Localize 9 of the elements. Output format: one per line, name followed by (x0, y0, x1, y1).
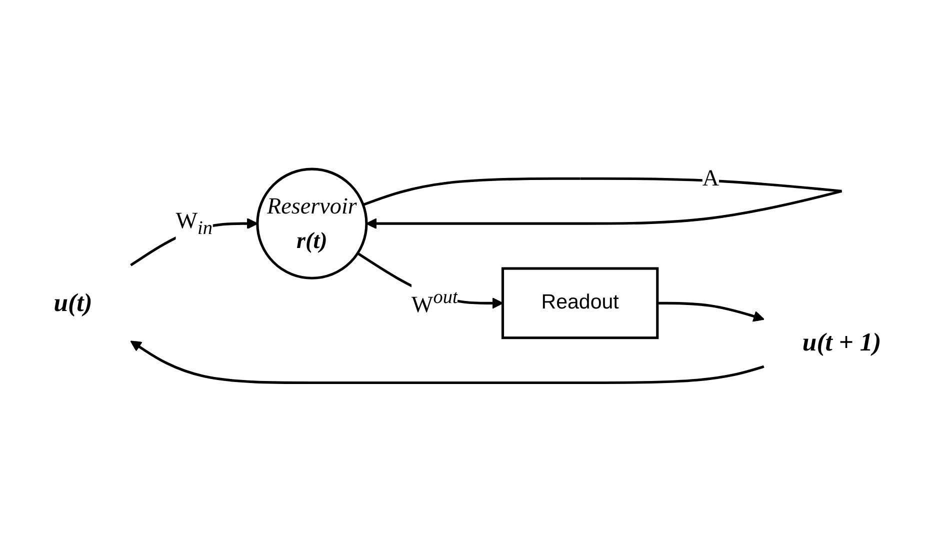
node-box: Readout (501, 267, 659, 340)
node-circle: Reservoir r(t) (256, 168, 368, 280)
edge-label: W$_{in}$ (176, 207, 212, 240)
node-text: u(t) (54, 289, 92, 318)
arrow (130, 340, 764, 384)
edge-label: A (702, 165, 719, 191)
arrow (657, 302, 764, 322)
edge-label: W$^{out}$ (411, 288, 458, 318)
node-text: u(t + 1) (802, 328, 882, 358)
